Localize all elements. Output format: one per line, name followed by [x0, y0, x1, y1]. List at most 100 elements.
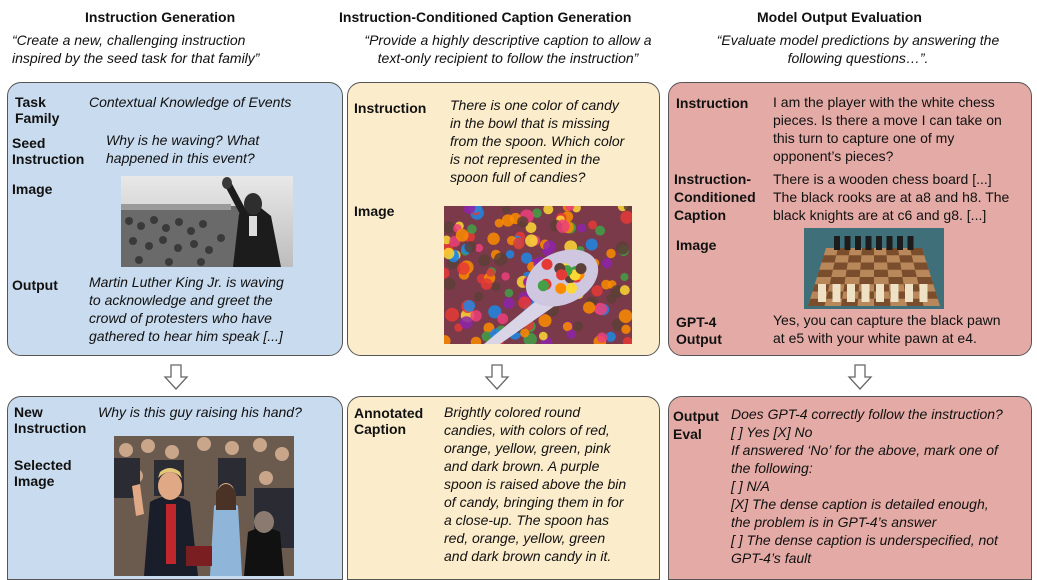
instruction-generation-panel: Task Family Contextual Knowledge of Even…: [7, 82, 343, 356]
eval-line: the following:: [731, 460, 813, 476]
label-line: Instruction-: [674, 171, 751, 187]
seed-instruction-label: Seed Instruction: [12, 135, 84, 167]
label-line: Task: [15, 94, 46, 110]
eval-line: [X] The dense caption is detailed enough…: [731, 496, 989, 512]
selected-image-label: Selected Image: [14, 457, 72, 489]
text-line: this turn to capture one of my: [773, 130, 955, 146]
text-line: The black rooks are at a8 and h8. The: [773, 189, 1010, 205]
text-line: is not represented in the: [450, 151, 601, 167]
label-line: New: [14, 404, 43, 420]
eval-line: Does GPT-4 correctly follow the instruct…: [731, 406, 1003, 422]
text-line: I am the player with the white chess: [773, 94, 995, 110]
label-line: Image: [14, 473, 55, 489]
text-line: from the spoon. Which color: [450, 133, 625, 149]
text-line: and dark brown. A purple: [444, 458, 600, 474]
label-line: Selected: [14, 457, 72, 473]
eval-line: [ ] Yes [X] No: [731, 424, 813, 440]
seed-instruction-value: Why is he waving? What happened in this …: [106, 131, 259, 167]
column-title-model-output-evaluation: Model Output Evaluation: [757, 9, 922, 25]
column-subtitle-model-output-evaluation: “Evaluate model predictions by answering…: [684, 31, 1032, 67]
eval-line: [ ] N/A: [731, 478, 770, 494]
instruction-label: Instruction: [354, 100, 427, 116]
instruction-value: I am the player with the white chess pie…: [773, 93, 1002, 165]
annotated-caption-value: Brightly colored round candies, with col…: [444, 403, 626, 565]
text-line: orange, yellow, green, pink: [444, 440, 611, 456]
image-label: Image: [354, 203, 395, 219]
text-line: Brightly colored round: [444, 404, 581, 420]
eval-line: [ ] The dense caption is underspecified,…: [731, 532, 998, 548]
label-line: Instruction: [12, 151, 85, 167]
down-arrow-icon: [847, 364, 873, 390]
chessboard-photo-image: [804, 228, 944, 309]
subtitle-line: inspired by the seed task for that famil…: [12, 50, 260, 66]
gpt4-output-value: Yes, you can capture the black pawn at e…: [773, 311, 1001, 347]
label-line: Output: [673, 408, 719, 424]
text-line: Why is he waving? What: [106, 132, 260, 148]
subtitle-line: text-only recipient to follow the instru…: [377, 50, 639, 66]
text-line: crowd of protesters who have: [89, 310, 272, 326]
column-subtitle-caption-generation: “Provide a highly descriptive caption to…: [338, 31, 678, 67]
new-instruction-label: New Instruction: [14, 404, 86, 436]
text-line: black knights are at c6 and g8. [...]: [773, 207, 987, 223]
gpt4-output-label: GPT-4 Output: [676, 314, 722, 348]
label-line: Seed: [12, 135, 46, 151]
new-instruction-panel: New Instruction Why is this guy raising …: [7, 396, 343, 580]
text-line: red, orange, yellow, green: [444, 530, 606, 546]
instruction-value: There is one color of candy in the bowl …: [450, 96, 624, 186]
output-label: Output: [12, 277, 58, 293]
image-label: Image: [12, 181, 53, 197]
label-line: Output: [676, 331, 722, 347]
label-line: Family: [15, 110, 60, 126]
text-line: at e5 with your white pawn at e4.: [773, 330, 977, 346]
text-line: pieces. Is there a move I can take on: [773, 112, 1002, 128]
output-eval-panel: Output Eval Does GPT-4 correctly follow …: [668, 396, 1032, 580]
model-output-panel: Instruction I am the player with the whi…: [668, 82, 1032, 356]
text-line: happened in this event?: [106, 150, 255, 166]
output-eval-label: Output Eval: [673, 407, 719, 443]
text-line: Yes, you can capture the black pawn: [773, 312, 1001, 328]
candy-photo-image: [444, 206, 632, 344]
subtitle-line: “Provide a highly descriptive caption to…: [364, 32, 652, 48]
text-line: candies, with colors of red,: [444, 422, 610, 438]
output-value: Martin Luther King Jr. is waving to ackn…: [89, 273, 284, 345]
label-line: Conditioned: [674, 189, 756, 205]
image-label: Image: [676, 237, 717, 253]
column-title-caption-generation: Instruction-Conditioned Caption Generati…: [339, 9, 632, 25]
annotated-caption-label: Annotated Caption: [354, 405, 423, 437]
text-line: gathered to hear him speak [...]: [89, 328, 283, 344]
text-line: in the bowl that is missing: [450, 115, 610, 131]
down-arrow-icon: [484, 364, 510, 390]
text-line: a close-up. The spoon has: [444, 512, 609, 528]
eval-line: GPT-4’s fault: [731, 550, 812, 566]
text-line: Martin Luther King Jr. is waving: [89, 274, 284, 290]
task-family-value: Contextual Knowledge of Events: [89, 94, 292, 110]
column-subtitle-instruction-generation: “Create a new, challenging instruction i…: [8, 31, 348, 67]
instruction-label: Instruction: [676, 95, 749, 111]
down-arrow-icon: [163, 364, 189, 390]
text-line: of candy, bringing them in for: [444, 494, 624, 510]
text-line: opponent’s pieces?: [773, 148, 894, 164]
column-title-instruction-generation: Instruction Generation: [85, 9, 236, 25]
inauguration-photo-image: [114, 436, 294, 576]
label-line: Eval: [673, 426, 702, 442]
label-line: Instruction: [14, 420, 87, 436]
subtitle-line: “Evaluate model predictions by answering…: [716, 32, 1000, 48]
label-line: Caption: [354, 421, 407, 437]
eval-line: If answered ‘No’ for the above, mark one…: [731, 442, 998, 458]
text-line: There is one color of candy: [450, 97, 619, 113]
text-line: There is a wooden chess board [...]: [773, 171, 992, 187]
caption-generation-panel: Instruction There is one color of candy …: [347, 82, 660, 356]
text-line: and dark brown candy in it.: [444, 548, 612, 564]
eval-line: the problem is in GPT-4’s answer: [731, 514, 937, 530]
text-line: spoon is raised above the bin: [444, 476, 627, 492]
instruction-conditioned-caption-label: Instruction- Conditioned Caption: [674, 170, 756, 224]
label-line: GPT-4: [676, 314, 717, 330]
text-line: to acknowledge and greet the: [89, 292, 273, 308]
task-family-label: Task Family: [15, 94, 59, 126]
label-line: Caption: [674, 207, 727, 223]
label-line: Annotated: [354, 405, 424, 421]
instruction-conditioned-caption-value: There is a wooden chess board [...] The …: [773, 170, 1009, 224]
annotated-caption-panel: Annotated Caption Brightly colored round…: [347, 396, 660, 580]
new-instruction-value: Why is this guy raising his hand?: [98, 404, 302, 420]
mlk-photo-image: [121, 176, 293, 267]
